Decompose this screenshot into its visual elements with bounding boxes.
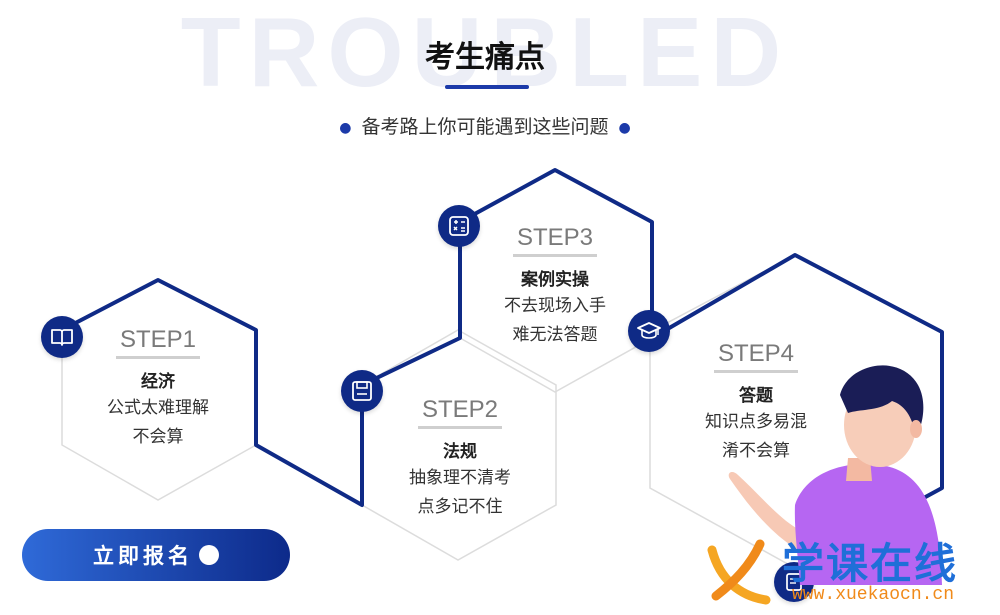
- title-underline: [445, 85, 529, 89]
- signup-label: 立即报名: [93, 544, 193, 568]
- step-label: STEP4: [713, 340, 799, 373]
- brand-logo: [707, 539, 771, 605]
- subtitle-text: 备考路上你可能遇到这些问题: [361, 116, 609, 138]
- step-description: 抽象理不清考点多记不住: [370, 464, 550, 522]
- step-label: STEP1: [115, 326, 201, 359]
- circle-icon: [199, 545, 219, 565]
- step-card-3: STEP3 案例实操 不去现场入手难无法答题: [465, 224, 645, 350]
- brand-name: 学课在线: [782, 539, 959, 588]
- step-card-2: STEP2 法规 抽象理不清考点多记不住: [370, 396, 550, 522]
- step-desc-line: 不会算: [132, 427, 184, 447]
- save-icon: [341, 370, 383, 412]
- page-title: 考生痛点: [425, 40, 545, 75]
- calculator-icon: [438, 205, 480, 247]
- person-illustration: [728, 365, 942, 585]
- step-name: 经济: [141, 372, 175, 392]
- step-name: 法规: [443, 442, 477, 462]
- graduation-cap-icon: [628, 310, 670, 352]
- step-desc-line: 不去现场入手: [504, 296, 606, 316]
- step-desc-line: 难无法答题: [512, 325, 598, 345]
- step-desc-line: 淆不会算: [722, 441, 790, 461]
- step-label: STEP2: [417, 396, 503, 429]
- step-card-4: STEP4 答题 知识点多易混淆不会算: [666, 340, 846, 466]
- step-desc-line: 点多记不住: [417, 497, 503, 517]
- step-desc-line: 抽象理不清考: [409, 468, 511, 488]
- signup-button[interactable]: 立即报名: [22, 529, 290, 581]
- step-label: STEP3: [512, 224, 598, 257]
- step-description: 公式太难理解不会算: [68, 394, 248, 452]
- bullet-dot-left: ●: [339, 119, 352, 136]
- subtitle: ● 备考路上你可能遇到这些问题 ●: [0, 112, 970, 139]
- step-description: 知识点多易混淆不会算: [666, 408, 846, 466]
- step-name: 答题: [739, 386, 773, 406]
- brand-url: www.xuekaocn.cn: [792, 585, 955, 605]
- step-description: 不去现场入手难无法答题: [465, 292, 645, 350]
- step-desc-line: 公式太难理解: [107, 398, 209, 418]
- background-word: TROUBLED: [180, 0, 790, 107]
- bullet-dot-right: ●: [618, 119, 631, 136]
- step-name: 案例实操: [521, 270, 589, 290]
- step-desc-line: 知识点多易混: [705, 412, 807, 432]
- book-icon: [41, 316, 83, 358]
- step-card-1: STEP1 经济 公式太难理解不会算: [68, 326, 248, 452]
